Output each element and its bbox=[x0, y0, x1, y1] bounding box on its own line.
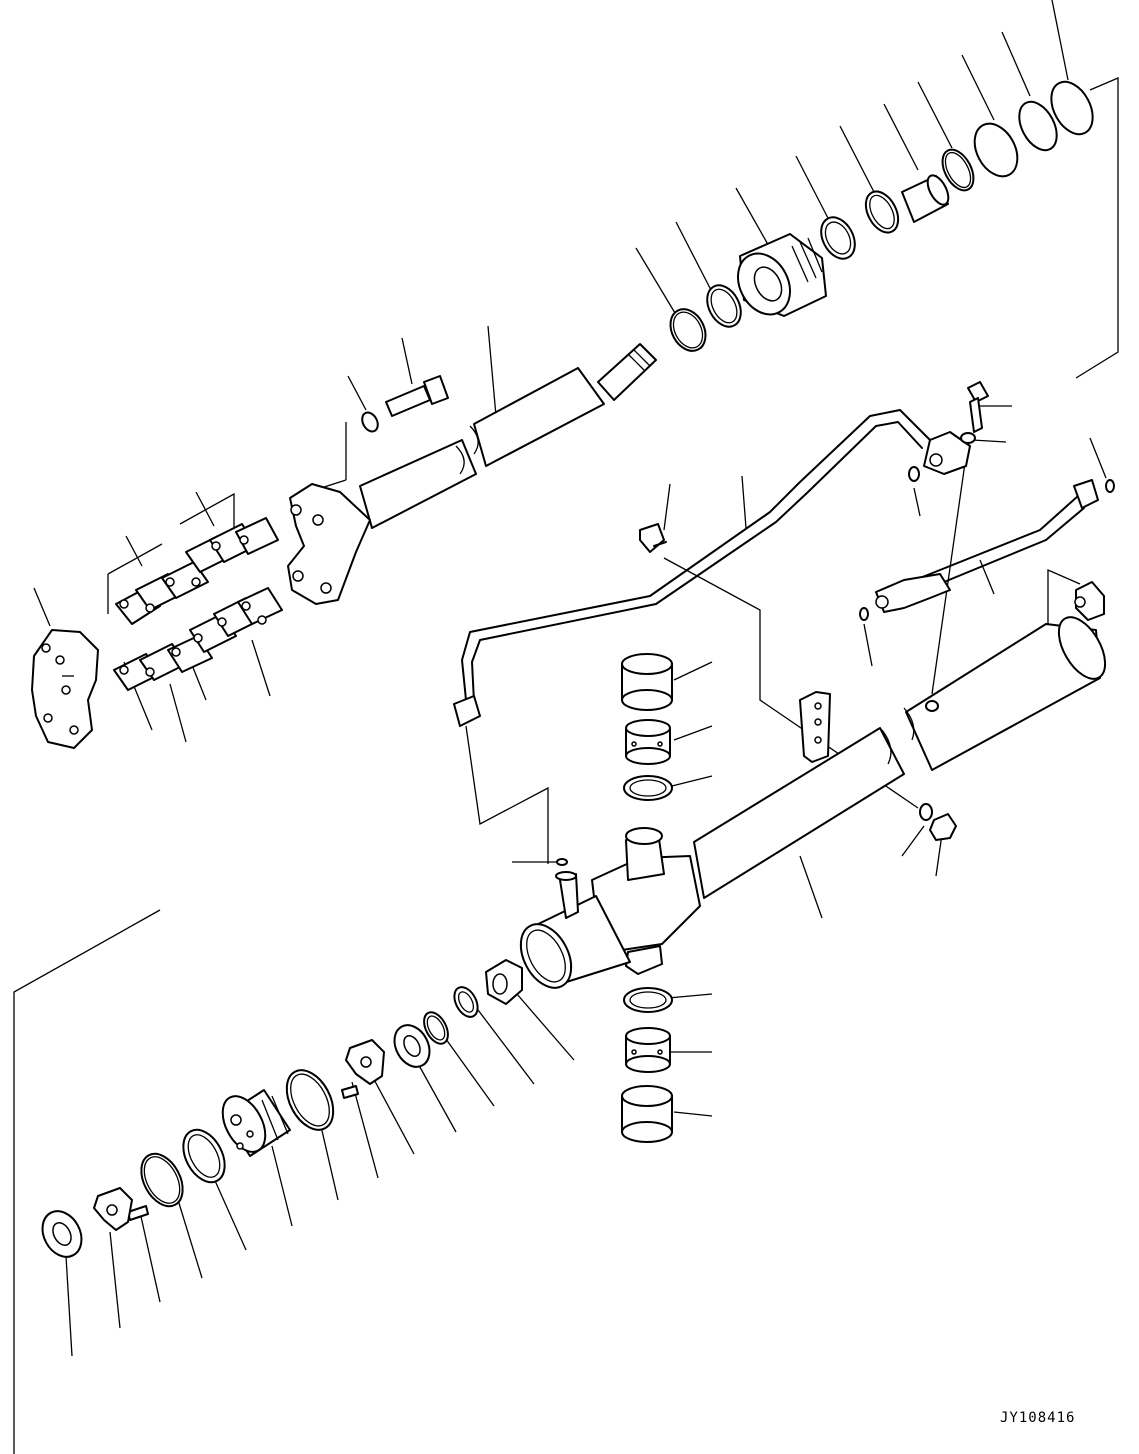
upper-seal-rings bbox=[664, 75, 1101, 357]
accumulator-cylinder bbox=[906, 582, 1115, 770]
drawing-code-label: JY108416 bbox=[1000, 1410, 1076, 1426]
break-marks bbox=[456, 426, 914, 764]
piston-assembly bbox=[35, 960, 522, 1264]
cylinder-body bbox=[511, 692, 904, 996]
leader-lines bbox=[14, 0, 1118, 1454]
cap-block bbox=[32, 630, 98, 748]
trunnion-bushings bbox=[622, 654, 956, 1142]
bolt-and-washer bbox=[359, 376, 448, 434]
piston-rod bbox=[288, 344, 656, 604]
shim-plates bbox=[108, 494, 282, 730]
hydraulic-tubes bbox=[454, 382, 1114, 726]
